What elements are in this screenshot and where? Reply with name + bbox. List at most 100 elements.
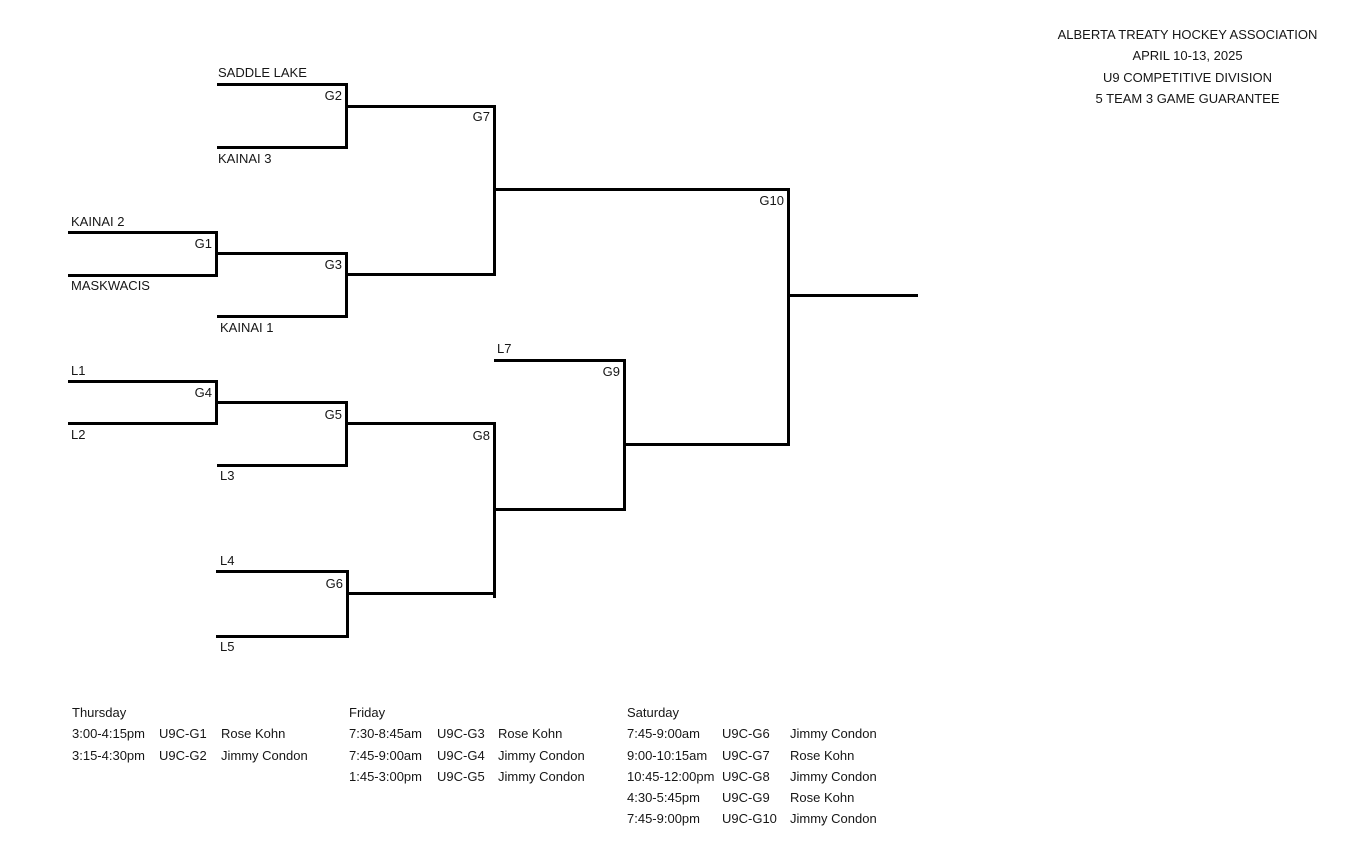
schedule-row: 7:30-8:45am U9C-G3 Rose Kohn — [349, 723, 585, 744]
bracket-line-g1-winner — [215, 252, 347, 255]
bracket-line-maskwacis — [68, 274, 217, 277]
tournament-division: U9 COMPETITIVE DIVISION — [1102, 69, 1273, 85]
schedule-game-code: U9C-G5 — [437, 768, 485, 784]
schedule-time: 7:45-9:00am — [627, 726, 700, 742]
schedule-time: 7:30-8:45am — [349, 726, 422, 742]
tournament-header: ALBERTA TREATY HOCKEY ASSOCIATION APRIL … — [1037, 24, 1338, 109]
slot-label-l3: L3 — [220, 468, 235, 483]
game-label-g6: G6 — [325, 576, 343, 591]
bracket-line-l3 — [217, 464, 347, 467]
schedule-day-thursday: Thursday 3:00-4:15pm U9C-G1 Rose Kohn 3:15… — [72, 702, 308, 766]
schedule-official: Rose Kohn — [790, 790, 855, 806]
schedule-time: 3:00-4:15pm — [72, 726, 145, 742]
bracket-joint-g8 — [493, 422, 496, 598]
bracket-line-l1 — [68, 380, 217, 383]
bracket-line-kainai-2 — [68, 231, 217, 234]
slot-label-l5: L5 — [220, 639, 235, 654]
schedule-time: 4:30-5:45pm — [627, 790, 700, 806]
bracket-joint-g6 — [346, 570, 349, 638]
bracket-joint-g10 — [787, 188, 790, 446]
bracket-line-kainai-1 — [217, 315, 347, 318]
bracket-joint-g9 — [623, 359, 626, 511]
schedule-time: 3:15-4:30pm — [72, 747, 145, 763]
bracket-line-g7-winner — [493, 188, 790, 191]
schedule-time: 7:45-9:00am — [349, 747, 422, 763]
bracket-line-g4-winner — [215, 401, 347, 404]
game-label-g2: G2 — [324, 88, 342, 103]
bracket-line-g5-winner — [345, 422, 495, 425]
bracket-line-g3-winner — [345, 273, 495, 276]
slot-label-l2: L2 — [71, 427, 86, 442]
bracket-joint-g3 — [345, 252, 348, 318]
bracket-line-champion — [787, 294, 918, 297]
schedule-day-title: Thursday — [72, 705, 127, 720]
slot-label-l7: L7 — [497, 341, 512, 356]
team-label-maskwacis: MASKWACIS — [71, 278, 150, 293]
schedule-day-title: Friday — [349, 705, 386, 720]
schedule-game-code: U9C-G2 — [159, 747, 207, 763]
schedule-game-code: U9C-G3 — [437, 726, 485, 742]
schedule-time: 9:00-10:15am — [627, 747, 708, 763]
schedule-time: 10:45-12:00pm — [627, 768, 715, 784]
bracket-line-l2 — [68, 422, 217, 425]
schedule-game-code: U9C-G10 — [722, 811, 777, 827]
bracket-line-g2-winner — [345, 105, 495, 108]
game-label-g9: G9 — [602, 364, 620, 379]
game-label-g10: G10 — [759, 193, 784, 208]
schedule-official: Jimmy Condon — [498, 768, 585, 784]
team-label-kainai-1: KAINAI 1 — [220, 320, 274, 335]
game-label-g5: G5 — [324, 407, 342, 422]
bracket-line-l7 — [494, 359, 625, 362]
bracket-line-l5 — [216, 635, 349, 638]
bracket-joint-g2 — [345, 83, 348, 149]
schedule-row: 3:15-4:30pm U9C-G2 Jimmy Condon — [72, 745, 308, 766]
schedule-day-friday: Friday 7:30-8:45am U9C-G3 Rose Kohn 7:45-9… — [349, 702, 585, 787]
schedule-official: Rose Kohn — [221, 726, 286, 742]
team-label-kainai-3: KAINAI 3 — [218, 151, 272, 166]
bracket-line-g6-winner — [347, 592, 495, 595]
schedule-row: 7:45-9:00pm U9C-G10 Jimmy Condon — [627, 808, 877, 829]
schedule-game-code: U9C-G4 — [437, 747, 485, 763]
bracket-joint-g5 — [345, 401, 348, 467]
slot-label-l4: L4 — [220, 553, 235, 568]
schedule-game-code: U9C-G8 — [722, 768, 770, 784]
tournament-title: ALBERTA TREATY HOCKEY ASSOCIATION — [1057, 27, 1318, 42]
tournament-format: 5 TEAM 3 GAME GUARANTEE — [1095, 90, 1280, 106]
team-label-saddle-lake: SADDLE LAKE — [218, 65, 307, 80]
bracket-joint-g4 — [215, 380, 218, 425]
game-label-g4: G4 — [194, 385, 212, 400]
schedule-official: Jimmy Condon — [790, 811, 877, 827]
schedule-day-title: Saturday — [627, 705, 680, 720]
schedule-row: 3:00-4:15pm U9C-G1 Rose Kohn — [72, 723, 308, 744]
schedule-game-code: U9C-G1 — [159, 726, 207, 742]
game-label-g7: G7 — [472, 109, 490, 124]
team-label-kainai-2: KAINAI 2 — [71, 214, 125, 229]
tournament-dates: APRIL 10-13, 2025 — [1132, 48, 1243, 64]
slot-label-l1: L1 — [71, 363, 86, 378]
bracket-line-kainai-3 — [217, 146, 348, 149]
bracket-joint-g7 — [493, 105, 496, 276]
game-label-g8: G8 — [472, 428, 490, 443]
game-label-g3: G3 — [324, 257, 342, 272]
schedule-row: 10:45-12:00pm U9C-G8 Jimmy Condon — [627, 766, 877, 787]
schedule-official: Jimmy Condon — [790, 726, 877, 742]
schedule-row: 1:45-3:00pm U9C-G5 Jimmy Condon — [349, 766, 585, 787]
game-label-g1: G1 — [194, 236, 212, 251]
bracket-line-l4 — [216, 570, 349, 573]
schedule-game-code: U9C-G7 — [722, 747, 770, 763]
schedule-time: 1:45-3:00pm — [349, 768, 422, 784]
schedule-official: Jimmy Condon — [790, 768, 877, 784]
schedule-time: 7:45-9:00pm — [627, 811, 700, 827]
schedule-official: Jimmy Condon — [221, 747, 308, 763]
schedule-official: Rose Kohn — [498, 726, 563, 742]
bracket-line-g8-winner — [493, 508, 625, 511]
schedule-row: 7:45-9:00am U9C-G4 Jimmy Condon — [349, 745, 585, 766]
bracket-line-g9-winner — [623, 443, 790, 446]
schedule-official: Jimmy Condon — [498, 747, 585, 763]
bracket-joint-g1 — [215, 231, 218, 277]
